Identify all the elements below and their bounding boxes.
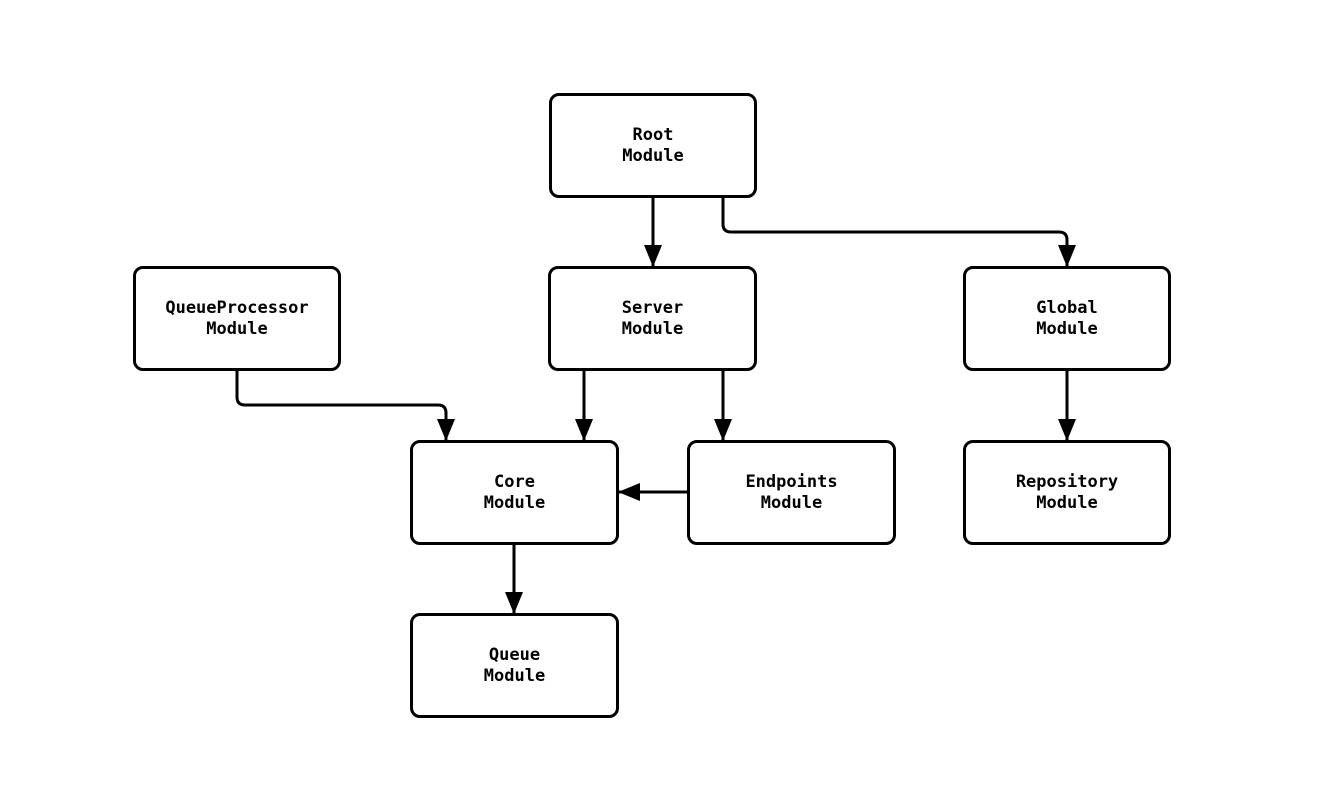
edge-queueprocessor-to-core (235, 371, 455, 441)
node-label: Module (483, 492, 546, 513)
node-queue-module: Queue Module (410, 613, 619, 718)
node-label: Server (621, 297, 684, 318)
node-label: Module (483, 665, 546, 686)
node-label: Global (1036, 297, 1098, 318)
node-label: Module (760, 492, 823, 513)
node-label: Queue (488, 644, 541, 665)
node-label: Module (1036, 318, 1098, 339)
node-label: Module (622, 145, 684, 166)
node-label: Root (632, 124, 674, 145)
node-server-module: Server Module (548, 266, 757, 371)
node-label: Module (621, 318, 684, 339)
node-label: Core (494, 471, 535, 492)
node-label: Repository (1015, 471, 1119, 492)
node-endpoints-module: Endpoints Module (687, 440, 896, 545)
node-label: Module (1036, 492, 1098, 513)
node-root-module: Root Module (549, 93, 757, 198)
node-queueprocessor-module: QueueProcessor Module (133, 266, 341, 371)
node-label: Endpoints (745, 471, 838, 492)
node-global-module: Global Module (963, 266, 1171, 371)
node-repository-module: Repository Module (963, 440, 1171, 545)
node-core-module: Core Module (410, 440, 619, 545)
node-label: QueueProcessor (165, 297, 309, 318)
edge-group (235, 198, 1076, 614)
edge-root-to-global (721, 198, 1076, 267)
node-label: Module (206, 318, 268, 339)
